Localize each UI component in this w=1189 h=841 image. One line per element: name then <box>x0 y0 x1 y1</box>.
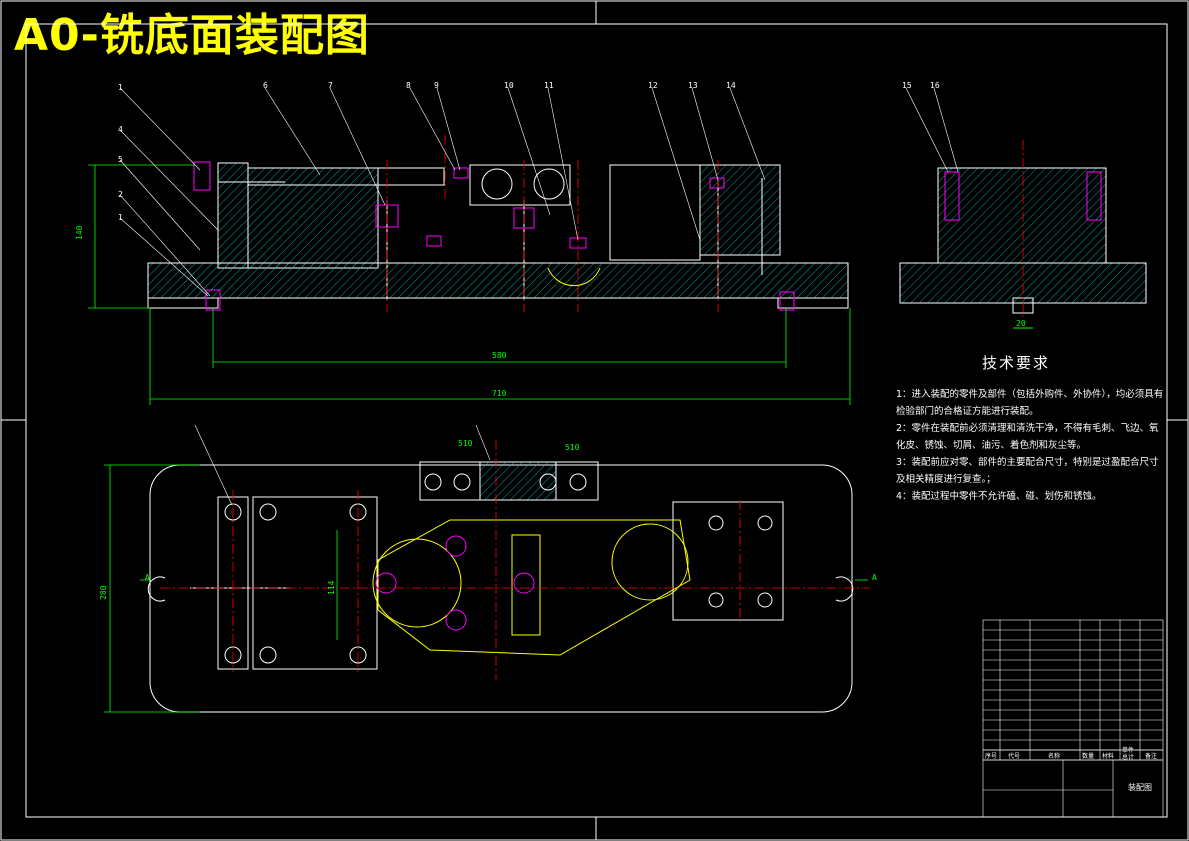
requirement-item: 4：装配过程中零件不允许磕、碰、划伤和锈蚀。 <box>896 491 1102 502</box>
leader-label-5: 5 <box>118 155 123 164</box>
tb-header-3: 名称 <box>1048 752 1060 760</box>
tb-header-7: 总计 <box>1122 753 1134 761</box>
dim-top-b: 510 <box>565 443 580 452</box>
technical-requirements-list: 1：进入装配的零件及部件（包括外购件、外协件），均必须具有检验部门的合格证方能进… <box>896 386 1166 505</box>
technical-requirements-heading: 技术要求 <box>982 354 1051 372</box>
leader-label-11: 11 <box>544 81 554 90</box>
leader-label-12: 12 <box>648 81 658 90</box>
tb-header-6: 单件 <box>1122 746 1134 754</box>
requirement-item: 3：装配前应对零、部件的主要配合尺寸，特别是过盈配合尺寸及相关精度进行复查。； <box>896 457 1159 485</box>
leader-label-14: 14 <box>726 81 736 90</box>
leader-label-2: 2 <box>118 190 123 199</box>
leader-label-8: 8 <box>406 81 411 90</box>
dim-top-inner: 114 <box>327 580 336 595</box>
dim-top-a: 510 <box>458 439 473 448</box>
leader-label-9: 9 <box>434 81 439 90</box>
leader-label-4: 4 <box>118 125 123 134</box>
leader-label-16: 16 <box>930 81 940 90</box>
leader-label-10: 10 <box>504 81 514 90</box>
tb-header-2: 代号 <box>1008 752 1020 760</box>
section-mark-right: A <box>872 573 877 582</box>
requirement-item: 2：零件在装配前必须清理和清洗干净，不得有毛刺、飞边、氧化皮、锈蚀、切屑、油污、… <box>896 423 1159 451</box>
top-view: 280 114 510 510 A A <box>99 439 877 713</box>
tb-drawing-name: 装配图 <box>1128 782 1152 792</box>
section-mark-left: A <box>145 573 150 582</box>
leader-label-15: 15 <box>902 81 912 90</box>
tb-header-8: 备注 <box>1145 752 1157 760</box>
leader-label-1: 1 <box>118 83 123 92</box>
tb-header-5: 材料 <box>1102 752 1114 760</box>
side-view: 20 <box>899 140 1147 329</box>
tb-header-1: 序号 <box>985 752 997 760</box>
leader-label-6: 6 <box>263 81 268 90</box>
dim-top-width: 280 <box>99 585 108 600</box>
leader-label-13: 13 <box>688 81 698 90</box>
dim-side: 20 <box>1016 319 1026 328</box>
title-block <box>982 619 1164 818</box>
tb-header-4: 数量 <box>1082 752 1094 760</box>
front-view: 140 580 710 1 4 5 2 1 <box>75 81 959 506</box>
requirement-item: 1：进入装配的零件及部件（包括外购件、外协件），均必须具有检验部门的合格证方能进… <box>896 389 1164 417</box>
dim-height: 140 <box>75 225 84 240</box>
leader-label-7: 7 <box>328 81 333 90</box>
dim-inner-length: 580 <box>492 351 507 360</box>
drawing-title: A0-铣底面装配图 <box>14 10 370 61</box>
leader-label-1b: 1 <box>118 213 123 222</box>
dim-overall-length: 710 <box>492 389 507 398</box>
